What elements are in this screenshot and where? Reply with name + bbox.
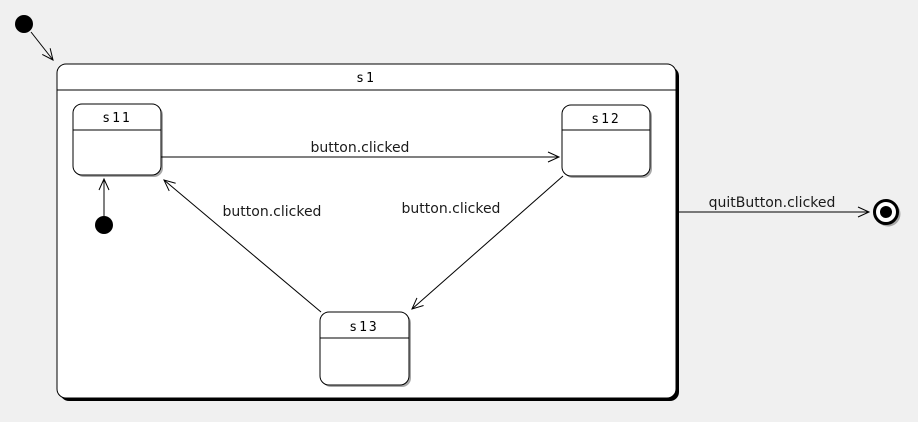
final-state-inner-dot: [880, 206, 892, 218]
transition-s1-to-final: quitButton.clicked: [677, 195, 871, 218]
state-s13-box: [319, 311, 410, 386]
state-s1: s1: [56, 63, 679, 401]
state-s11: s11: [72, 103, 163, 177]
transition-initial-to-s1: [30, 31, 54, 61]
initial-state-marker: [15, 15, 33, 33]
transition-s1-to-final-label: quitButton.clicked: [709, 195, 836, 211]
transition-s12-to-s13: button.clicked: [402, 175, 564, 310]
inner-initial-state-marker: [95, 216, 113, 234]
state-s13: s13: [319, 311, 411, 387]
state-s11-title: s11: [102, 111, 131, 126]
state-s12-box: [561, 104, 651, 177]
transition-s11-to-s12-label: button.clicked: [311, 140, 410, 156]
state-s12: s12: [561, 104, 652, 178]
state-s12-title: s12: [591, 112, 620, 127]
state-s1-title: s1: [356, 71, 376, 86]
state-s13-title: s13: [349, 320, 378, 335]
transition-s11-to-s12: button.clicked: [161, 140, 561, 163]
transition-s13-to-s11: button.clicked: [163, 179, 322, 313]
transition-s12-to-s13-label: button.clicked: [402, 201, 501, 217]
final-state-marker: [873, 199, 901, 227]
state-s11-box: [72, 103, 162, 176]
transition-s13-to-s11-label: button.clicked: [223, 204, 322, 220]
state-s1-box: [56, 63, 677, 399]
